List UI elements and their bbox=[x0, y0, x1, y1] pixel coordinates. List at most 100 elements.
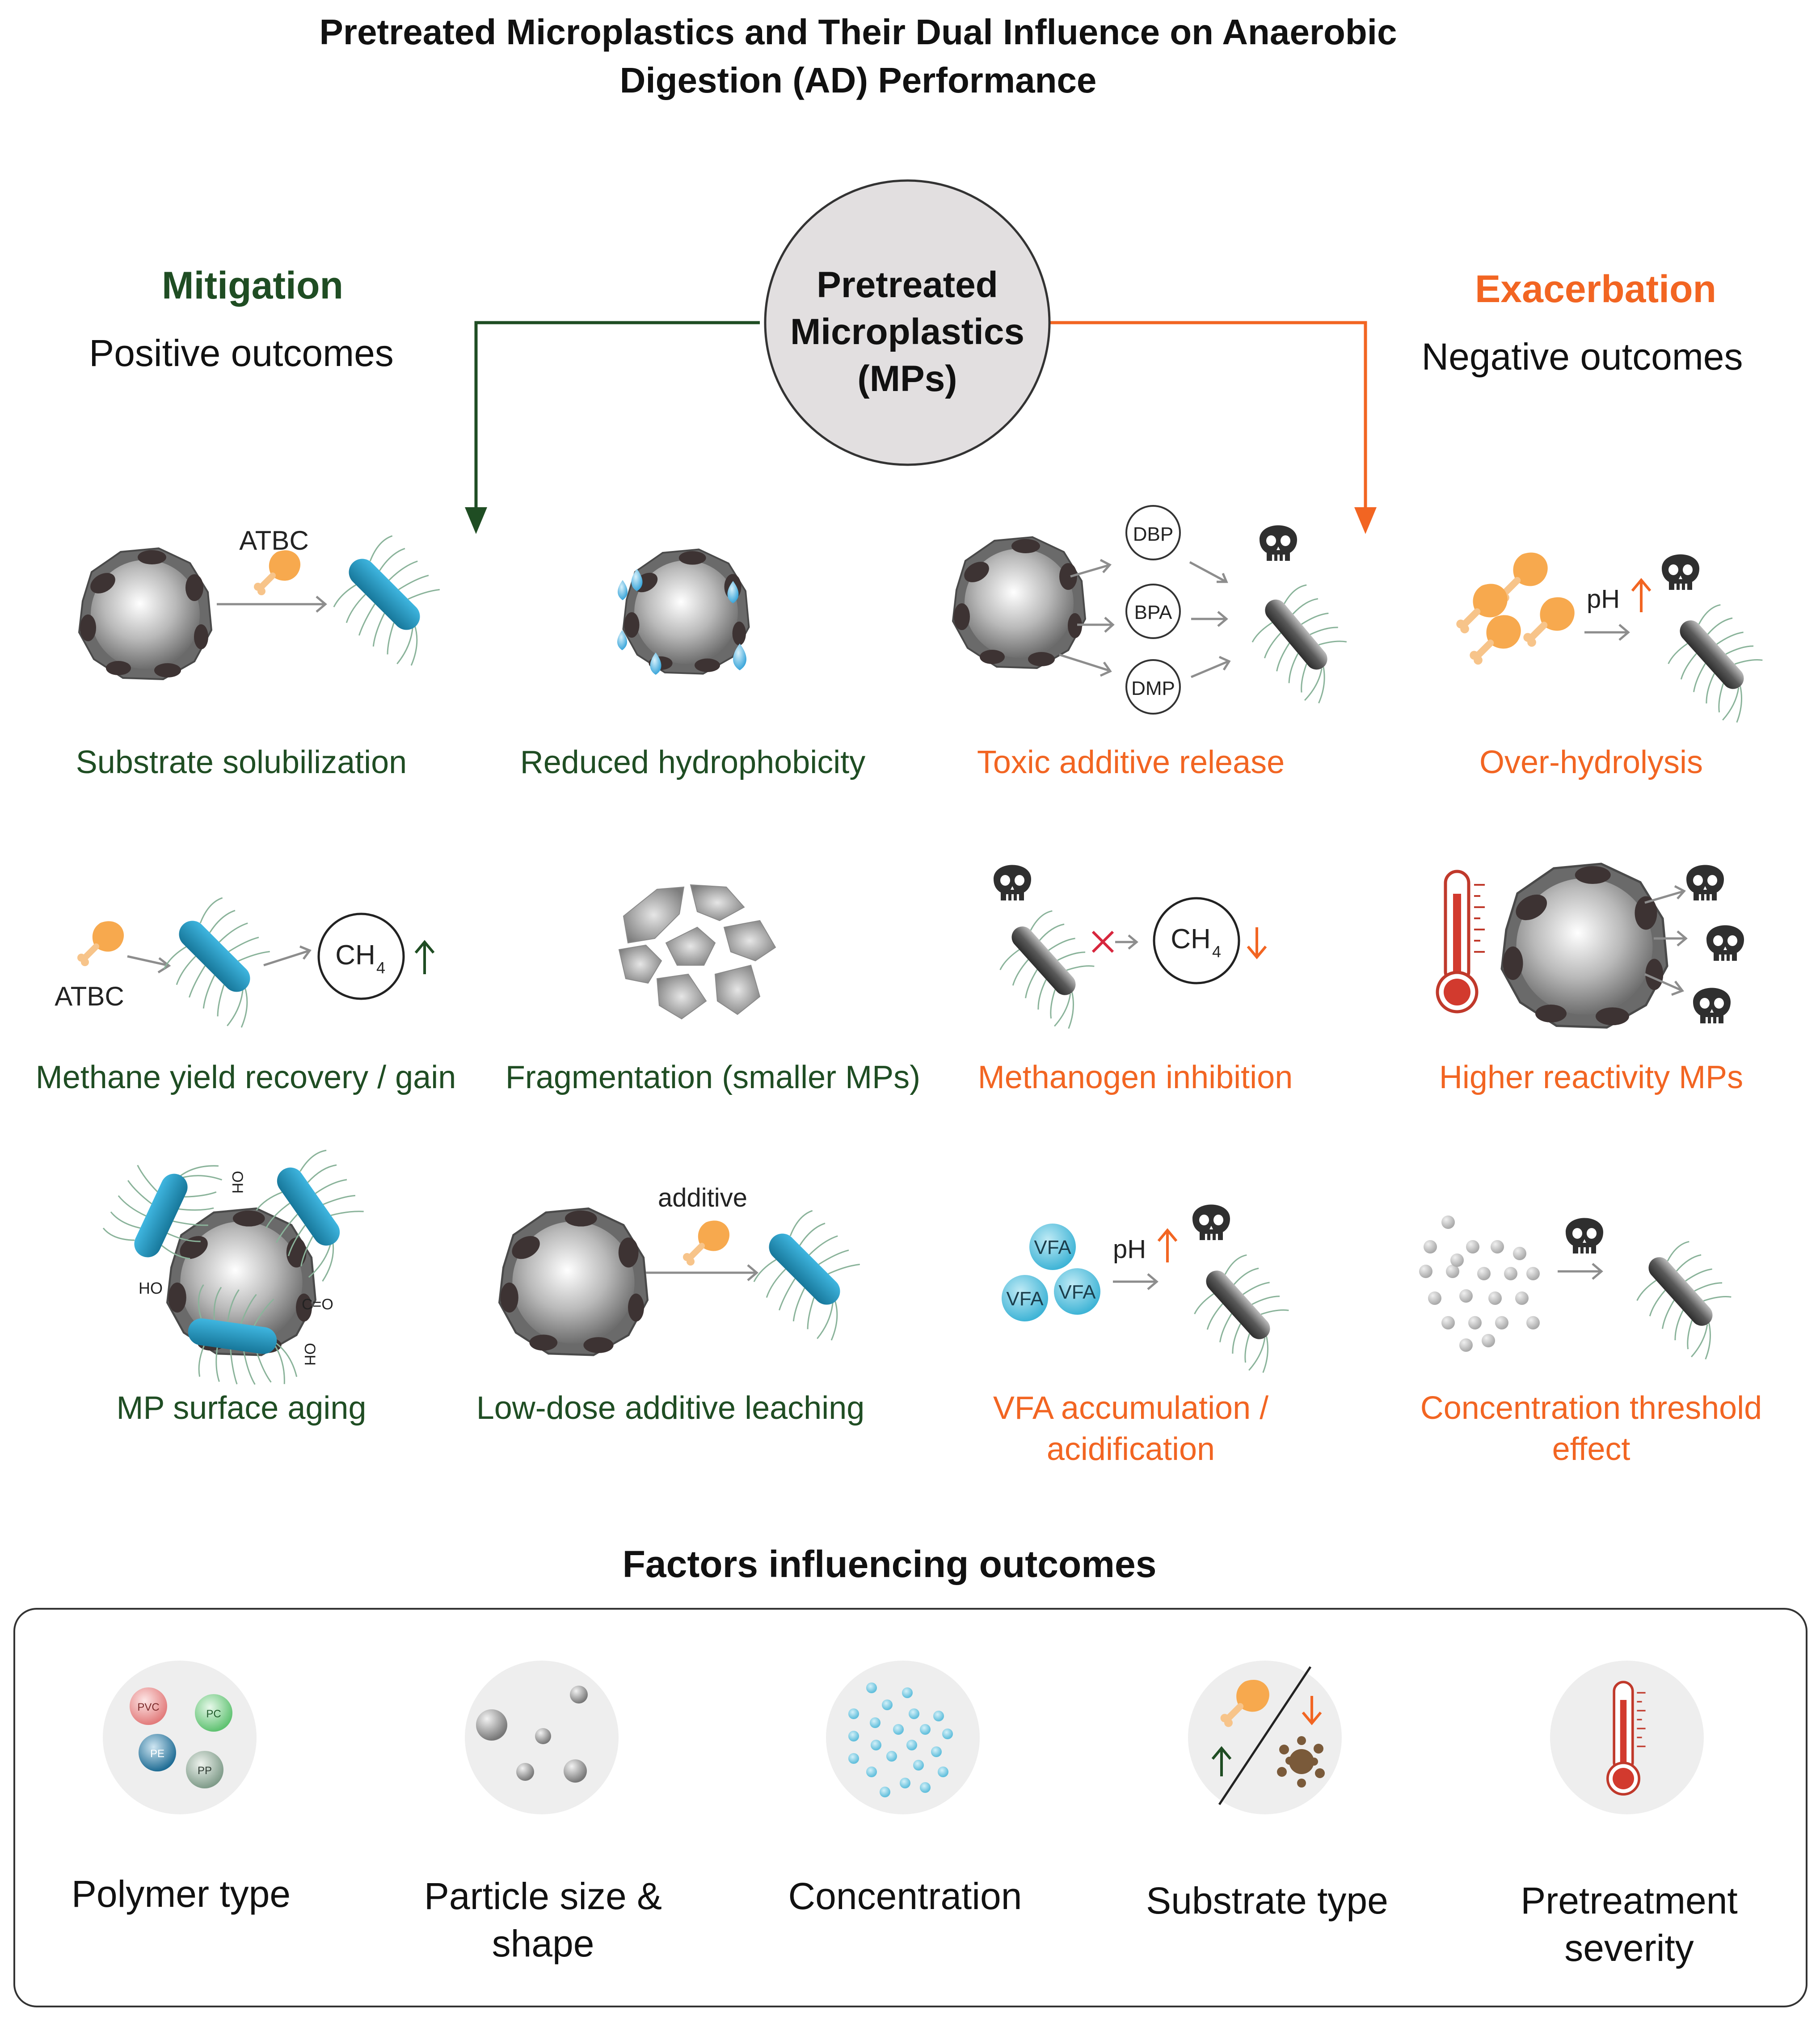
skull-icon bbox=[994, 865, 1031, 900]
gray-bacterium-icon bbox=[1622, 1232, 1756, 1368]
pp-label: PP bbox=[198, 1765, 212, 1777]
gray-bacterium-icon bbox=[985, 902, 1119, 1038]
pe-label: PE bbox=[150, 1748, 164, 1760]
vfa-bubble-2 bbox=[1002, 1275, 1048, 1321]
drumstick-icon-4 bbox=[1470, 615, 1521, 665]
title-line-2: Digestion (AD) Performance bbox=[619, 60, 1097, 100]
fragment bbox=[665, 926, 716, 966]
ch4-subscript: 4 bbox=[1212, 942, 1221, 961]
ch4-circle bbox=[1153, 897, 1240, 984]
pc-label: PC bbox=[206, 1708, 221, 1720]
down-arrow-icon bbox=[1302, 1696, 1322, 1725]
panel-reduced-hydrophobicity bbox=[617, 548, 750, 675]
panel-higher-reactivity bbox=[1437, 864, 1744, 1027]
factor-label-line-2: shape bbox=[492, 1922, 594, 1964]
gray-arrow bbox=[1558, 1264, 1601, 1279]
fragment bbox=[723, 920, 776, 962]
panel-fragmentation bbox=[618, 884, 776, 1020]
panel-low-dose-leaching: additive bbox=[499, 1183, 888, 1355]
branch-arrows: Pretreated Microplastics (MPs) bbox=[465, 179, 1377, 534]
gray-bacterium-icon bbox=[1238, 576, 1371, 712]
hydroxyl-label-top: OH bbox=[229, 1171, 246, 1194]
additive-label: additive bbox=[658, 1183, 747, 1212]
bpa-circle bbox=[1125, 584, 1181, 639]
caption-vfa-line-2: acidification bbox=[1046, 1431, 1215, 1467]
dbp-circle bbox=[1125, 505, 1181, 560]
substrate-splat-icon bbox=[1277, 1736, 1325, 1788]
caption-low-dose-leaching: Low-dose additive leaching bbox=[476, 1390, 865, 1426]
vfa-bubble-3 bbox=[1054, 1268, 1100, 1315]
vfa-label-3: VFA bbox=[1058, 1281, 1096, 1303]
gray-arrow bbox=[1113, 1274, 1157, 1289]
blue-bacterium-icon bbox=[739, 1203, 888, 1352]
exacerbation-arrowhead bbox=[1354, 507, 1377, 534]
panel-toxic-additive-release: DBP BPA DMP bbox=[952, 505, 1371, 715]
caption-toxic-additive-release: Toxic additive release bbox=[977, 745, 1285, 780]
factor-label-polymer-type: Polymer type bbox=[27, 1870, 335, 1918]
factor-label-line-1: Pretreatment bbox=[1521, 1880, 1738, 1922]
panel-over-hydrolysis: pH bbox=[1456, 553, 1787, 732]
figure-title: Pretreated Microplastics and Their Dual … bbox=[0, 8, 1716, 105]
fragment bbox=[618, 944, 662, 984]
caption-mp-surface-aging: MP surface aging bbox=[116, 1390, 367, 1426]
skull-icon bbox=[1260, 525, 1297, 561]
caption-vfa-accumulation: VFA accumulation / acidification bbox=[930, 1388, 1332, 1470]
up-arrow-icon bbox=[414, 940, 435, 974]
factor-label-line-1: Concentration bbox=[788, 1875, 1022, 1917]
ch4-circle bbox=[317, 913, 405, 1000]
factor-substrate-type-icon bbox=[1188, 1661, 1342, 1814]
up-arrow-icon bbox=[1157, 1228, 1178, 1262]
atbc-label: ATBC bbox=[55, 981, 124, 1011]
fragment bbox=[690, 884, 745, 921]
negative-outcomes-label: Negative outcomes bbox=[1421, 336, 1743, 378]
factor-pretreatment-severity-icon bbox=[1550, 1661, 1704, 1814]
blue-bacterium-icon bbox=[319, 529, 468, 677]
additive-drumstick-icon bbox=[683, 1220, 729, 1266]
skull-icon bbox=[1662, 554, 1699, 590]
panel-methane-yield-recovery: ATBC CH 4 bbox=[55, 891, 435, 1039]
gray-bacterium-icon bbox=[1180, 1246, 1314, 1382]
panel-substrate-solubilization: ATBC bbox=[78, 526, 468, 680]
exacerbation-branch-arrow bbox=[1046, 321, 1367, 523]
vfa-label-2: VFA bbox=[1006, 1288, 1044, 1310]
mitigation-branch-arrow bbox=[474, 321, 760, 523]
fragment bbox=[623, 886, 685, 944]
caption-substrate-solubilization: Substrate solubilization bbox=[76, 745, 407, 780]
caption-methane-yield: Methane yield recovery / gain bbox=[35, 1060, 456, 1095]
thermometer-icon bbox=[1437, 871, 1485, 1012]
factor-particle-size-icon bbox=[465, 1661, 619, 1814]
caption-reduced-hydrophobicity: Reduced hydrophobicity bbox=[520, 745, 866, 780]
exacerbation-heading: Exacerbation bbox=[1475, 268, 1717, 311]
microplastic-particle bbox=[499, 1208, 648, 1355]
mitigation-arrowhead bbox=[465, 507, 487, 534]
ch4-label: CH bbox=[1171, 924, 1211, 955]
factor-label-line-1: Substrate type bbox=[1146, 1880, 1388, 1922]
pvc-label: PVC bbox=[137, 1701, 159, 1713]
hydroxyl-label-bottom: OH bbox=[301, 1343, 318, 1366]
panel-methanogen-inhibition: CH 4 bbox=[985, 865, 1267, 1038]
vfa-bubble-1 bbox=[1029, 1224, 1076, 1270]
blue-bacterium-icon bbox=[149, 891, 298, 1039]
outcome-panels: ATBC DBP BPA DMP bbox=[55, 505, 1787, 1393]
water-droplet-icons bbox=[617, 569, 746, 675]
microplastic-particle bbox=[622, 548, 750, 675]
gray-arrow bbox=[1584, 625, 1628, 640]
factors-heading: Factors influencing outcomes bbox=[622, 1543, 1157, 1585]
factors-box: PVC PC PE PP bbox=[13, 1608, 1807, 2007]
hydroxyl-label-left: HO bbox=[139, 1279, 163, 1297]
gray-bacterium-icon bbox=[1653, 596, 1787, 732]
up-arrow-icon bbox=[1211, 1746, 1232, 1776]
bpa-label: BPA bbox=[1134, 601, 1172, 623]
center-line-1: Pretreated bbox=[817, 265, 998, 305]
microplastic-particle bbox=[78, 547, 212, 680]
microplastic-particle bbox=[952, 536, 1086, 669]
positive-outcomes-label: Positive outcomes bbox=[89, 332, 394, 374]
fragment bbox=[656, 973, 707, 1020]
center-line-3: (MPs) bbox=[857, 358, 957, 399]
atbc-label: ATBC bbox=[239, 526, 309, 555]
dmp-label: DMP bbox=[1131, 677, 1175, 699]
drumstick-icon-3 bbox=[1523, 597, 1574, 647]
factor-label-concentration: Concentration bbox=[751, 1872, 1059, 1920]
panel-vfa-accumulation: VFA VFA VFA pH bbox=[1002, 1204, 1314, 1382]
factor-label-line-2: severity bbox=[1564, 1927, 1694, 1969]
